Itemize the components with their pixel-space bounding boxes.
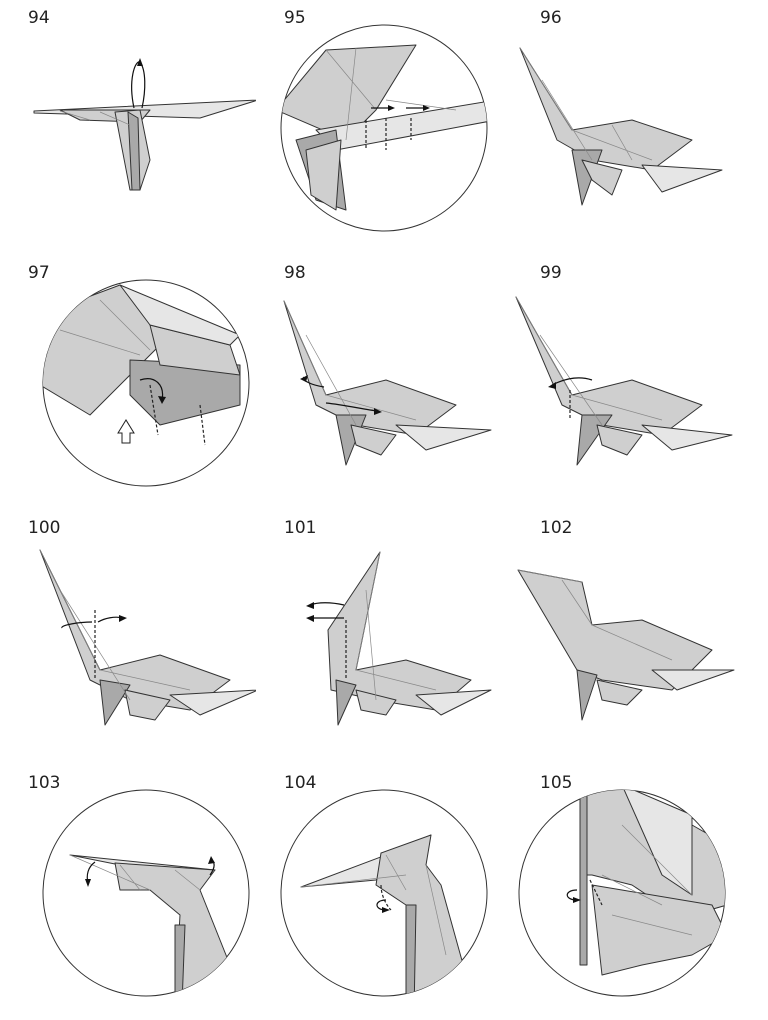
step-105: 105 — [512, 765, 768, 1020]
step-number: 101 — [284, 518, 317, 538]
step-number: 100 — [28, 518, 61, 538]
origami-diagram — [306, 551, 492, 726]
step-number: 97 — [28, 263, 50, 283]
step-number: 94 — [28, 8, 50, 28]
step-97: 97 — [0, 255, 256, 510]
origami-diagram — [517, 569, 735, 721]
step-number: 102 — [540, 518, 573, 538]
step-number: 103 — [28, 773, 61, 793]
step-95: 95 — [256, 0, 512, 255]
origami-diagram — [518, 789, 726, 997]
origami-diagram — [280, 24, 488, 232]
step-number: 95 — [284, 8, 306, 28]
step-102: 102 — [512, 510, 768, 765]
step-99: 99 — [512, 255, 768, 510]
step-103: 103 — [0, 765, 256, 1020]
origami-diagram — [39, 549, 256, 726]
origami-diagram — [283, 300, 492, 466]
step-96: 96 — [512, 0, 768, 255]
step-101: 101 — [256, 510, 512, 765]
origami-diagram — [519, 47, 723, 206]
step-number: 99 — [540, 263, 562, 283]
origami-diagram — [280, 789, 488, 997]
origami-diagram — [42, 279, 250, 487]
step-number: 98 — [284, 263, 306, 283]
step-104: 104 — [256, 765, 512, 1020]
origami-diagram — [33, 58, 256, 191]
origami-diagram — [42, 789, 250, 997]
origami-diagram — [515, 296, 733, 466]
step-98: 98 — [256, 255, 512, 510]
step-100: 100 — [0, 510, 256, 765]
step-number: 104 — [284, 773, 317, 793]
step-number: 105 — [540, 773, 573, 793]
step-number: 96 — [540, 8, 562, 28]
step-94: 94 — [0, 0, 256, 255]
